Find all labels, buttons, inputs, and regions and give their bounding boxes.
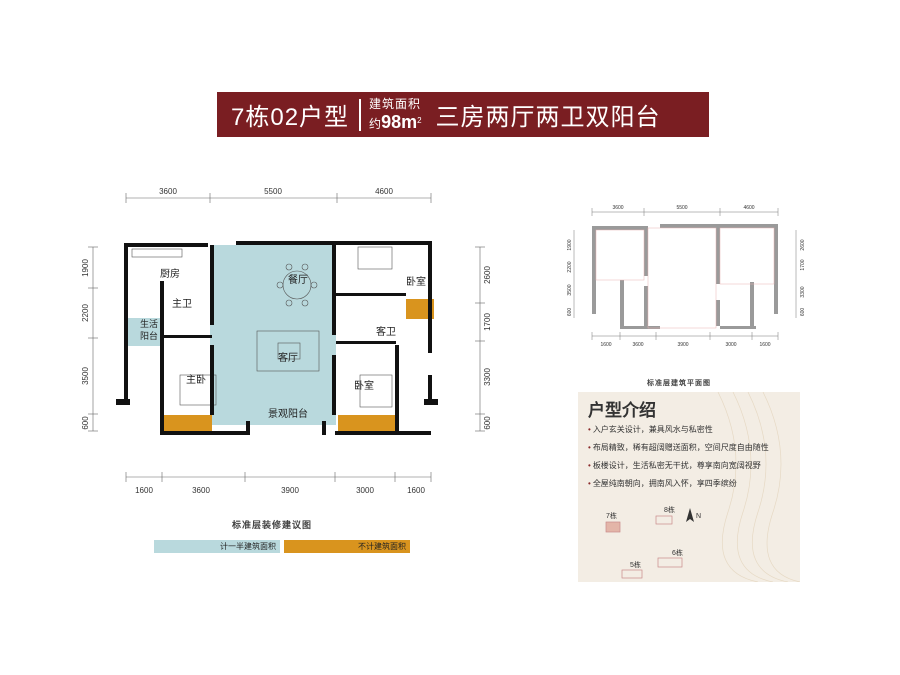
contour-background bbox=[717, 392, 800, 582]
small-side-dimensions bbox=[573, 230, 797, 318]
small-plan-caption: 标准层建筑平面图 bbox=[647, 380, 711, 387]
small-bottom-dim-2: 3600 bbox=[632, 342, 643, 348]
small-left-dim-2: 2200 bbox=[567, 261, 573, 272]
building-6 bbox=[657, 557, 683, 568]
layout-description: 三房两厅两卫双阳台 bbox=[435, 104, 661, 131]
small-top-dim-1: 3600 bbox=[612, 205, 623, 211]
area-unit-sup: 2 bbox=[417, 116, 422, 125]
right-dim-3: 3300 bbox=[483, 368, 490, 386]
area-value: 98m bbox=[381, 112, 418, 132]
right-dimension-line bbox=[475, 246, 485, 432]
left-dim-2: 2200 bbox=[81, 304, 90, 322]
bottom-dimension-line bbox=[125, 472, 432, 482]
structural-floor-plan: 3600 5500 4600 1900 2200 3500 600 2600 1… bbox=[567, 205, 806, 348]
north-arrow-icon: N bbox=[686, 508, 701, 522]
building-5 bbox=[621, 569, 643, 579]
small-bottom-dim-5: 1600 bbox=[759, 342, 770, 348]
building-7-label: 7栋 bbox=[606, 511, 617, 520]
area-value-line: 约98m2 bbox=[369, 113, 422, 131]
room-dining: 餐厅 bbox=[288, 273, 308, 286]
left-dim-4: 600 bbox=[81, 416, 90, 430]
room-utility-balcony-2: 阳台 bbox=[140, 330, 158, 341]
left-dimension-line bbox=[88, 246, 98, 432]
small-bottom-dim-4: 3000 bbox=[725, 342, 736, 348]
building-7 bbox=[605, 521, 621, 533]
intro-item: •布局精致，稀有超阔赠送面积，空间尺度自由随性 bbox=[588, 443, 769, 452]
room-bedroom-ne: 卧室 bbox=[406, 275, 426, 288]
right-dim-1: 2600 bbox=[483, 266, 490, 284]
room-labels: 厨房 主卫 生活 阳台 餐厅 卧室 客卫 客厅 主卧 卧室 景观阳台 bbox=[140, 267, 426, 420]
intro-title: 户型介绍 bbox=[588, 401, 656, 420]
room-master-bedroom: 主卧 bbox=[186, 373, 206, 386]
bottom-dim-3: 3900 bbox=[281, 486, 299, 495]
area-prefix: 约 bbox=[369, 117, 382, 131]
small-left-dim-3: 3500 bbox=[567, 284, 573, 295]
small-walls bbox=[592, 224, 778, 329]
building-6-label: 6栋 bbox=[672, 548, 683, 557]
building-8-label: 8栋 bbox=[664, 505, 675, 514]
room-view-balcony: 景观阳台 bbox=[268, 407, 308, 420]
bottom-dim-5: 1600 bbox=[407, 486, 425, 495]
small-top-dim-3: 4600 bbox=[743, 205, 754, 211]
walls bbox=[116, 241, 438, 435]
decorated-floor-plan: 3600 5500 4600 1900 2200 3500 600 2600 1… bbox=[81, 187, 490, 495]
room-living: 客厅 bbox=[278, 351, 298, 364]
area-label: 建筑面积 bbox=[369, 97, 422, 111]
left-dim-1: 1900 bbox=[81, 259, 90, 277]
area-block: 建筑面积 约98m2 bbox=[369, 98, 422, 131]
bottom-dim-4: 3000 bbox=[356, 486, 374, 495]
excluded-area-zones bbox=[164, 299, 434, 435]
furniture bbox=[131, 246, 393, 408]
room-utility-balcony-1: 生活 bbox=[140, 318, 158, 329]
legend-excluded-area: 不计建筑面积 bbox=[284, 540, 410, 553]
bottom-dim-1: 1600 bbox=[135, 486, 153, 495]
intro-item: •入户玄关设计，兼具风水与私密性 bbox=[588, 425, 713, 434]
legend-half-area: 计一半建筑面积 bbox=[154, 540, 280, 553]
unit-type: 7栋02户型 bbox=[231, 104, 350, 131]
small-right-dim-4: 600 bbox=[800, 308, 806, 317]
main-plan-caption: 标准层装修建议图 bbox=[232, 520, 313, 530]
small-bottom-dim-3: 3900 bbox=[677, 342, 688, 348]
small-top-dimension bbox=[591, 208, 779, 216]
room-guest-bath: 客卫 bbox=[376, 325, 396, 338]
small-right-dim-3: 3300 bbox=[800, 286, 806, 297]
room-kitchen: 厨房 bbox=[160, 267, 180, 280]
top-dimension-line bbox=[125, 193, 432, 203]
small-right-dim-1: 2600 bbox=[800, 239, 806, 250]
room-master-bath: 主卫 bbox=[172, 298, 192, 310]
intro-item: •全屋纯南朝向，拥南风入怀，享四季缤纷 bbox=[588, 479, 737, 488]
top-dim-1: 3600 bbox=[159, 187, 177, 196]
small-left-dim-4: 600 bbox=[567, 308, 573, 317]
half-area-zones bbox=[126, 245, 336, 425]
svg-text:N: N bbox=[696, 513, 701, 520]
small-bottom-dim-1: 1600 bbox=[600, 342, 611, 348]
top-dim-2: 5500 bbox=[264, 187, 282, 196]
building-5-label: 5栋 bbox=[630, 560, 641, 569]
top-dim-3: 4600 bbox=[375, 187, 393, 196]
legend-excluded-label: 不计建筑面积 bbox=[358, 542, 406, 551]
intro-item: •板楼设计，生活私密无干扰，尊享南向宽阔视野 bbox=[588, 461, 761, 470]
room-bedroom-se: 卧室 bbox=[354, 379, 374, 392]
right-dim-2: 1700 bbox=[483, 313, 490, 331]
banner-divider bbox=[359, 98, 362, 131]
title-banner: 7栋02户型 建筑面积 约98m2 三房两厅两卫双阳台 bbox=[217, 92, 709, 137]
bottom-dim-2: 3600 bbox=[192, 486, 210, 495]
small-interior-lines bbox=[595, 227, 775, 329]
small-right-dim-2: 1700 bbox=[800, 259, 806, 270]
right-dim-4: 600 bbox=[483, 416, 490, 430]
small-left-dim-1: 1900 bbox=[567, 239, 573, 250]
small-bottom-dimension bbox=[591, 332, 779, 340]
legend-half-area-label: 计一半建筑面积 bbox=[220, 542, 276, 551]
left-dim-3: 3500 bbox=[81, 367, 90, 385]
unit-intro-panel: 户型介绍 •入户玄关设计，兼具风水与私密性 •布局精致，稀有超阔赠送面积，空间尺… bbox=[578, 392, 800, 582]
intro-list: •入户玄关设计，兼具风水与私密性 •布局精致，稀有超阔赠送面积，空间尺度自由随性… bbox=[588, 424, 798, 496]
small-top-dim-2: 5500 bbox=[676, 205, 687, 211]
building-8 bbox=[655, 515, 673, 525]
site-map: 7栋 8栋 5栋 6栋 N bbox=[605, 505, 701, 579]
